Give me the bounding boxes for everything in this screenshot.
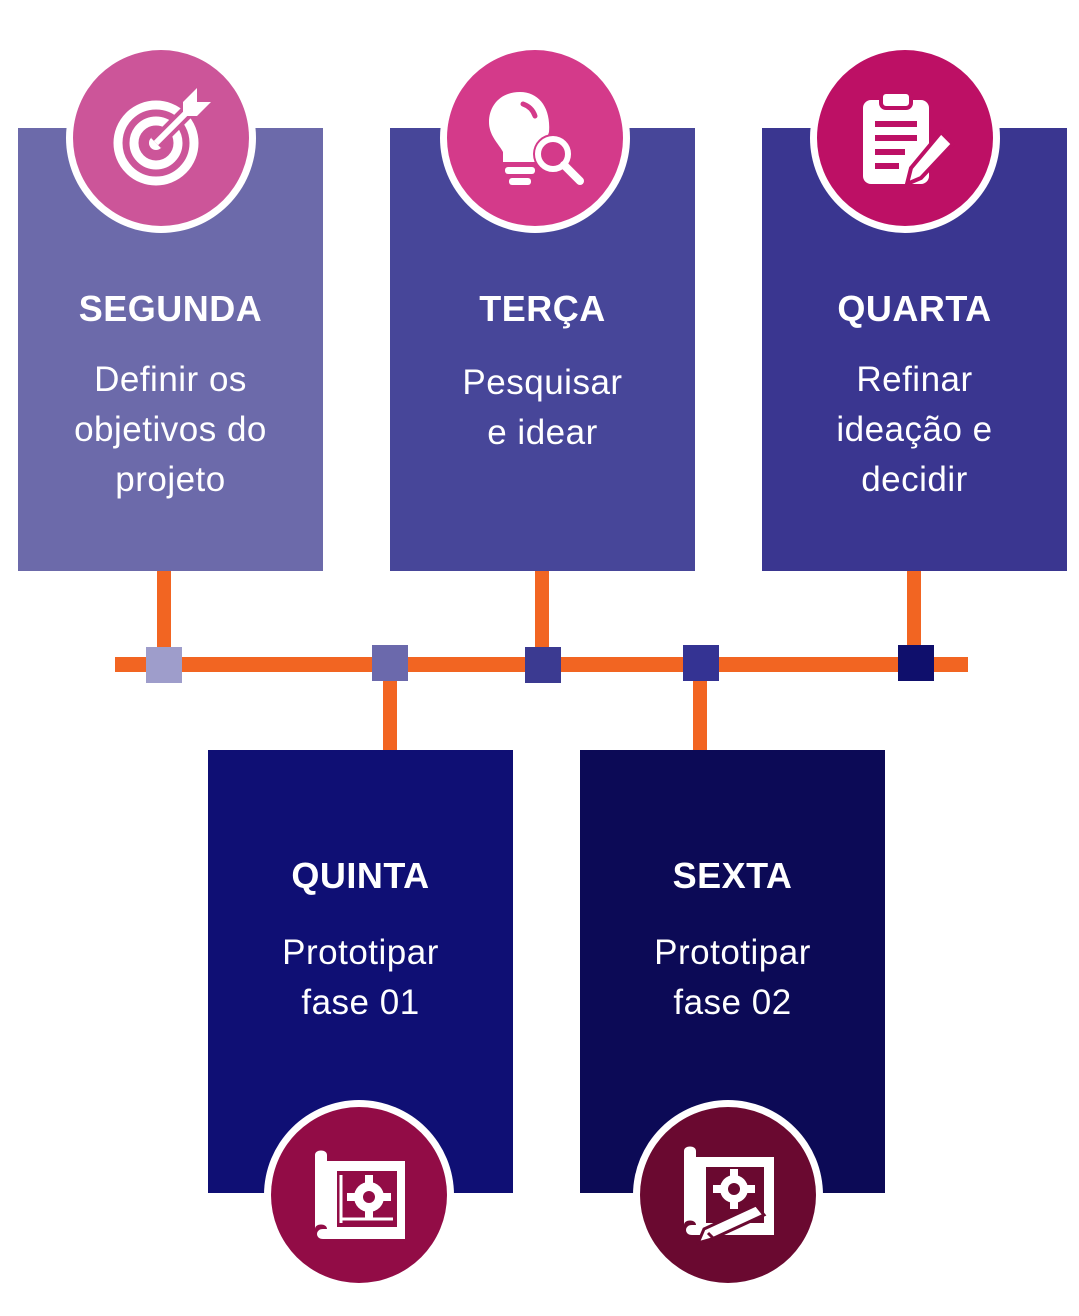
day-title: SEXTA — [672, 855, 793, 896]
blueprint-gear-pencil-icon — [684, 1146, 774, 1245]
connector-quarta — [907, 570, 921, 665]
badge-segunda — [66, 43, 256, 233]
badge-quarta — [810, 43, 1000, 233]
badge-sexta — [633, 1100, 823, 1290]
day-title: TERÇA — [479, 288, 606, 329]
lightbulb-search-icon — [489, 92, 584, 185]
day-description: Prototipar fase 02 — [654, 933, 811, 1022]
day-description: Definir os objetivos do projeto — [74, 360, 267, 499]
day-title: QUARTA — [837, 288, 992, 329]
day-description: Pesquisar e idear — [462, 363, 623, 452]
day-title: SEGUNDA — [78, 288, 263, 329]
day-description: Prototipar fase 01 — [282, 933, 439, 1022]
day-title: QUINTA — [291, 855, 430, 896]
badge-terca — [440, 43, 630, 233]
clipboard-pencil-icon — [863, 90, 955, 188]
day-description: Refinar ideação e decidir — [836, 360, 993, 499]
timeline-node-1 — [146, 647, 182, 683]
connector-quinta — [383, 665, 397, 755]
connector-sexta — [693, 665, 707, 755]
connector-terca — [535, 570, 549, 665]
timeline-node-5 — [898, 645, 934, 681]
badge-quinta — [264, 1100, 454, 1290]
connector-segunda — [157, 570, 171, 665]
timeline-node-3 — [525, 647, 561, 683]
target-icon — [113, 88, 211, 186]
timeline-node-4 — [683, 645, 719, 681]
blueprint-gear-icon — [315, 1150, 405, 1239]
timeline-node-2 — [372, 645, 408, 681]
